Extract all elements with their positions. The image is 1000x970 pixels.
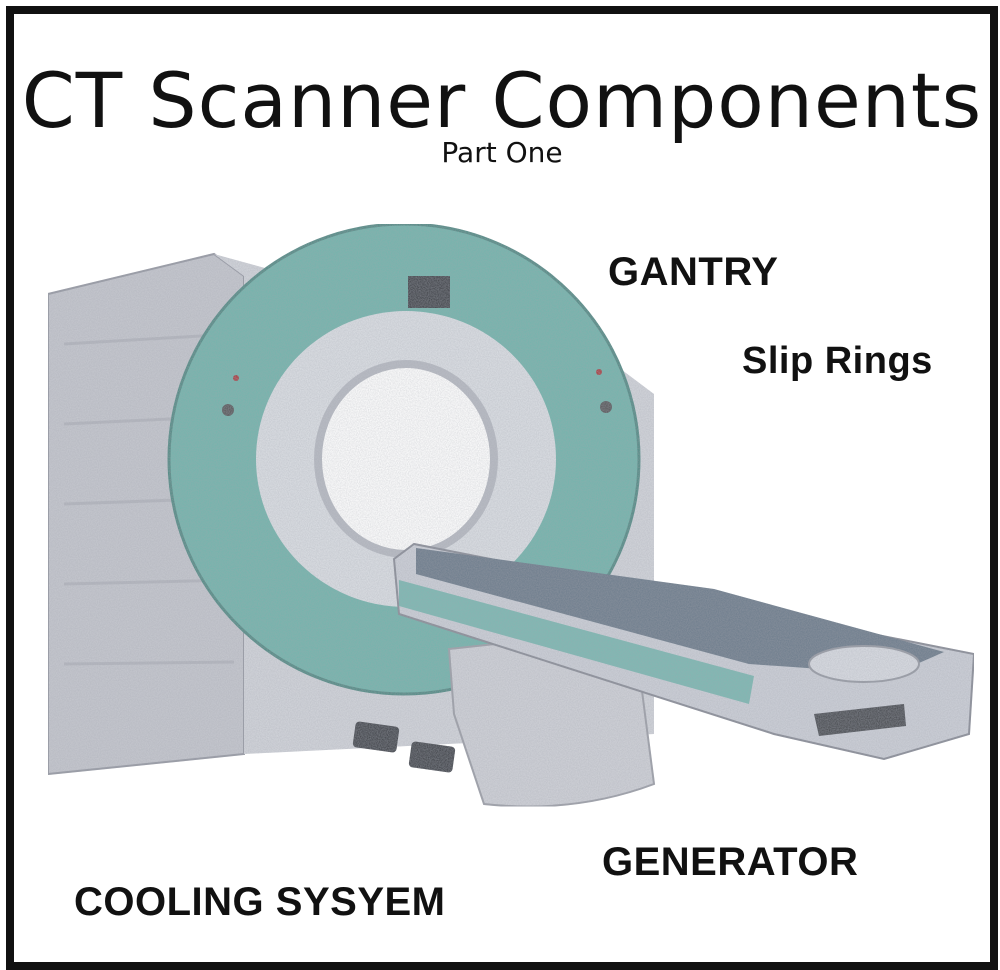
gantry-bore <box>318 364 494 554</box>
label-gantry: GANTRY <box>608 250 779 294</box>
ct-scanner-illustration <box>47 222 976 808</box>
poster-frame: CT Scanner Components Part One <box>6 6 998 970</box>
page-title: CT Scanner Components <box>21 56 983 145</box>
label-generator: GENERATOR <box>602 840 859 884</box>
label-cooling-system: COOLING SYSYEM <box>74 880 446 924</box>
gantry-display <box>408 276 450 308</box>
label-slip-rings: Slip Rings <box>742 340 933 382</box>
page-subtitle: Part One <box>441 136 563 169</box>
